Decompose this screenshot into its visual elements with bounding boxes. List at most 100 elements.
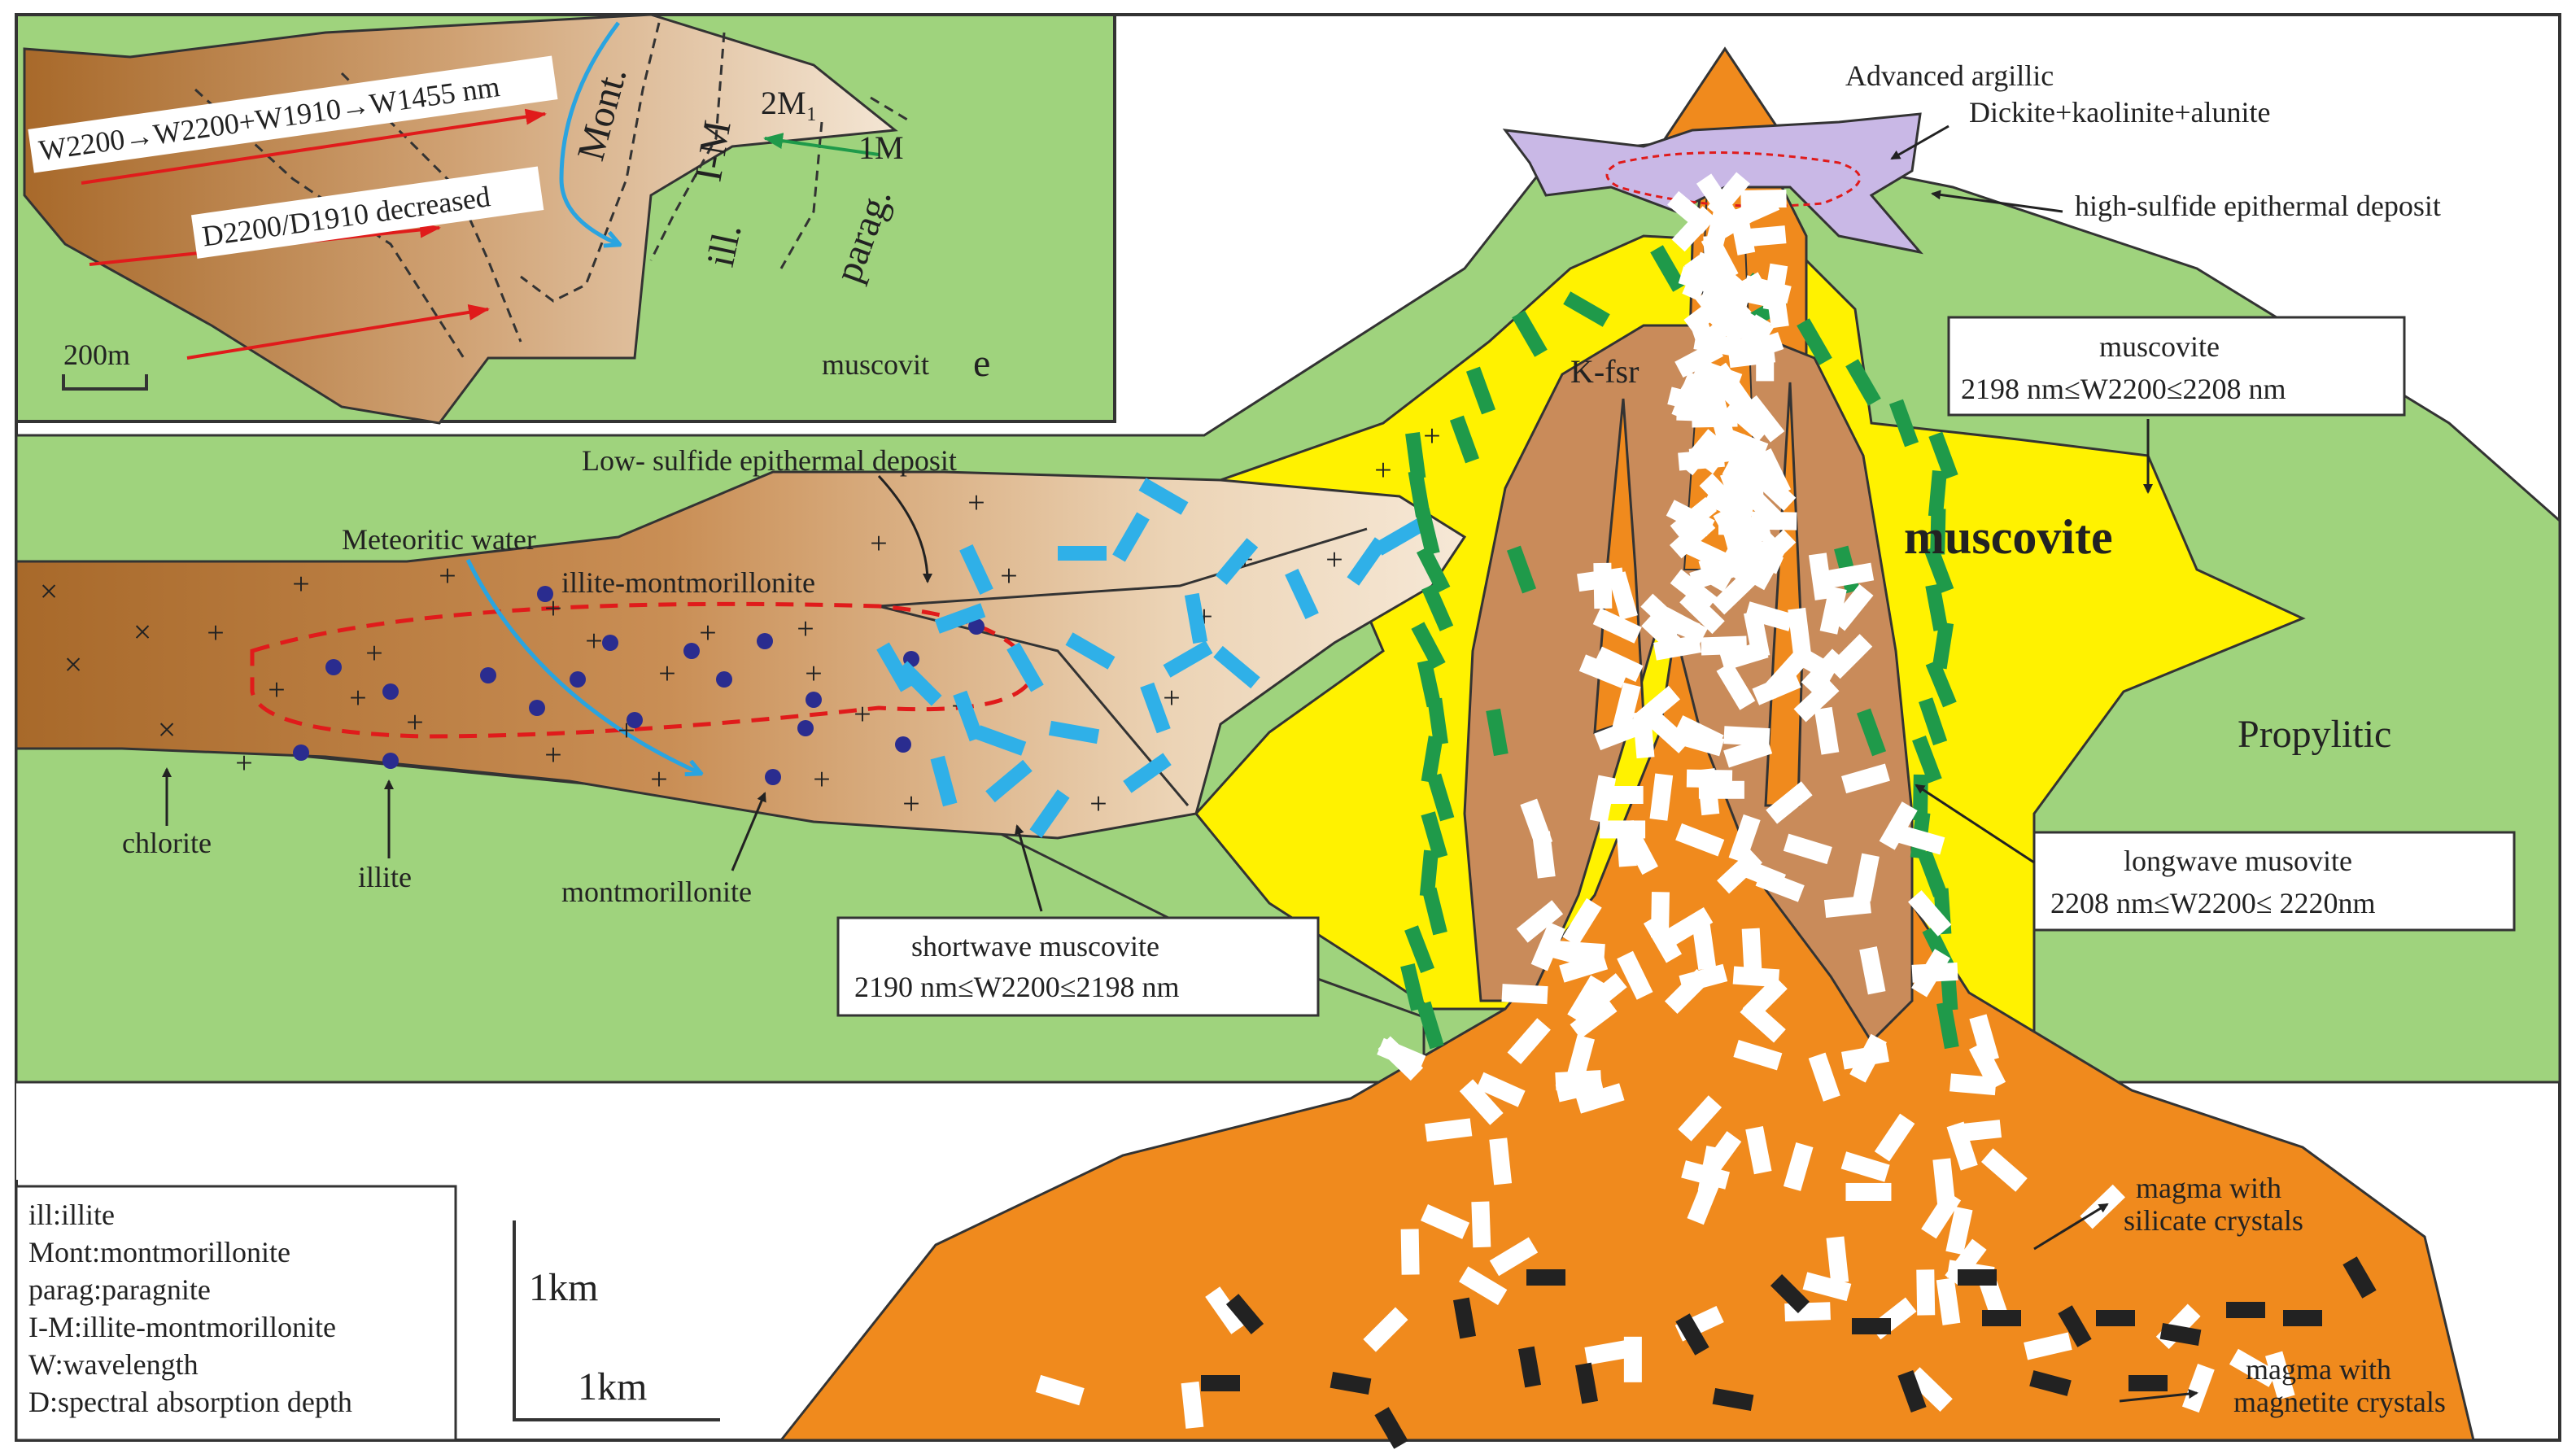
magnetite-crystal bbox=[1675, 1313, 1709, 1356]
silicate-crystal bbox=[1570, 997, 1618, 1039]
montmorillonite-dot bbox=[325, 659, 342, 675]
magnetite-crystal bbox=[2342, 1256, 2377, 1299]
inset-muscovite-label: muscovit bbox=[822, 348, 929, 381]
silicate-crystal bbox=[2229, 1348, 2278, 1387]
magnetite-crystal bbox=[2226, 1302, 2265, 1318]
silicate-crystal bbox=[1916, 1269, 1936, 1316]
silicate-crystal bbox=[1738, 282, 1787, 311]
shortwave-muscovite-dash bbox=[1138, 478, 1189, 515]
silicate-crystal bbox=[1859, 946, 1886, 995]
inset-red-arrow-3 bbox=[186, 303, 490, 360]
legend-entry: D:spectral absorption depth bbox=[28, 1386, 352, 1418]
longwave-muscovite-dash bbox=[1797, 318, 1832, 365]
silicate-crystal bbox=[1874, 1113, 1915, 1162]
inset-depth-label-bg bbox=[190, 166, 544, 259]
plus-mark: + bbox=[406, 705, 423, 740]
silicate-crystal bbox=[1736, 479, 1781, 525]
silicate-crystal bbox=[1789, 644, 1838, 683]
silicate-crystal bbox=[1693, 358, 1743, 391]
longwave-muscovite-dash bbox=[1486, 708, 1508, 757]
silicate-crystal bbox=[1679, 963, 1728, 993]
shortwave-muscovite-dash bbox=[1029, 789, 1070, 838]
longwave-box-range: 2208 nm≤W2200≤ 2220nm bbox=[2050, 887, 2376, 919]
longwave-muscovite-dash bbox=[1928, 431, 1958, 480]
inset-zone-ill: ill. bbox=[699, 220, 750, 270]
meteoritic-water-label: Meteoritic water bbox=[342, 523, 536, 556]
kfeldspar-zone bbox=[1463, 324, 1914, 1044]
plus-mark: + bbox=[235, 746, 252, 780]
silicate-crystal bbox=[1823, 895, 1871, 919]
scale-vertical-label: 1km bbox=[529, 1266, 598, 1309]
scale-bar bbox=[513, 1220, 720, 1421]
silicate-crystal bbox=[1459, 1266, 1508, 1306]
shortwave-muscovite-dash bbox=[1112, 512, 1150, 562]
legend-entry: parag:paragnite bbox=[28, 1273, 211, 1306]
silicate-crystal bbox=[1682, 251, 1718, 301]
inset-scale-label: 200m bbox=[63, 338, 130, 371]
silicate-crystal bbox=[1670, 569, 1718, 612]
shortwave-muscovite-dash bbox=[1048, 720, 1100, 744]
silicate-crystal bbox=[1969, 1041, 2006, 1090]
longwave-muscovite-dash bbox=[1925, 583, 1949, 631]
silicate-crystal bbox=[1723, 726, 1770, 747]
silicate-crystal bbox=[1421, 1204, 1470, 1239]
shortwave-muscovite-dash bbox=[953, 690, 984, 742]
plus-mark: + bbox=[699, 616, 716, 650]
low-sulfide-pointer bbox=[877, 474, 932, 583]
plus-mark: + bbox=[268, 673, 285, 707]
silicate-crystal bbox=[1676, 402, 1723, 422]
shortwave-muscovite-dash bbox=[1347, 537, 1387, 586]
silicate-crystal bbox=[1035, 1374, 1085, 1406]
montmorillonite-dot bbox=[382, 753, 399, 769]
silicate-crystal bbox=[1826, 562, 1875, 589]
silicate-crystal bbox=[1623, 1336, 1642, 1382]
inset-zone-im: I-M bbox=[687, 117, 740, 185]
longwave-muscovite-dash bbox=[1650, 245, 1686, 292]
montmorillonite-dot bbox=[765, 769, 781, 785]
shortwave-muscovite-dash bbox=[1215, 538, 1259, 585]
silicate-crystal bbox=[1558, 941, 1605, 963]
longwave-muscovite-dash bbox=[1888, 399, 1919, 448]
muscovite-box-title: muscovite bbox=[2099, 330, 2220, 363]
silicate-crystal bbox=[1555, 1070, 1602, 1091]
shortwave-box-pointer bbox=[1014, 824, 1043, 912]
silicate-crystal bbox=[1205, 1286, 1247, 1334]
silicate-crystal bbox=[1532, 831, 1556, 879]
silicate-crystal bbox=[1831, 583, 1874, 631]
montmorillonite-dot bbox=[293, 744, 309, 761]
silicate-crystal bbox=[1632, 711, 1655, 759]
chlorite-mark: × bbox=[64, 646, 83, 683]
plus-mark: + bbox=[1325, 543, 1343, 577]
scale-horizontal-label: 1km bbox=[578, 1365, 647, 1408]
silicate-crystal bbox=[1692, 922, 1717, 971]
longwave-muscovite-dash bbox=[1416, 545, 1451, 594]
longwave-muscovite-dash bbox=[1936, 1001, 1959, 1050]
silicate-crystal bbox=[1689, 558, 1739, 591]
silicate-crystal bbox=[2265, 1351, 2295, 1400]
silicate-crystal bbox=[1819, 586, 1847, 635]
shortwave-muscovite-dash bbox=[959, 544, 993, 595]
plus-mark: + bbox=[813, 762, 830, 797]
plus-mark: + bbox=[650, 762, 667, 797]
shortwave-muscovite-dash bbox=[934, 603, 986, 634]
silicate-crystal bbox=[1755, 869, 1805, 902]
magnetite-crystal bbox=[1958, 1269, 1997, 1286]
silicate-crystal bbox=[1651, 606, 1701, 641]
magnetite-crystal bbox=[2029, 1370, 2072, 1396]
plus-mark: + bbox=[1089, 787, 1107, 821]
silicate-crystal bbox=[1981, 1148, 2028, 1192]
plus-mark: + bbox=[207, 616, 224, 650]
silicate-crystal bbox=[1879, 801, 1918, 850]
silicate-crystal bbox=[1841, 763, 1890, 794]
plus-mark: + bbox=[365, 636, 382, 670]
plus-mark: + bbox=[585, 624, 602, 658]
silicate-crystal bbox=[1788, 607, 1811, 656]
shortwave-muscovite-dash bbox=[876, 642, 914, 692]
illite-montmorillonite-label: illite-montmorillonite bbox=[561, 566, 815, 599]
silicate-crystal bbox=[1741, 928, 1762, 975]
silicate-crystal bbox=[1608, 571, 1638, 621]
silicate-crystal bbox=[1717, 849, 1763, 894]
silicate-crystal bbox=[1705, 201, 1734, 250]
silicate-crystal bbox=[1687, 1176, 1721, 1225]
